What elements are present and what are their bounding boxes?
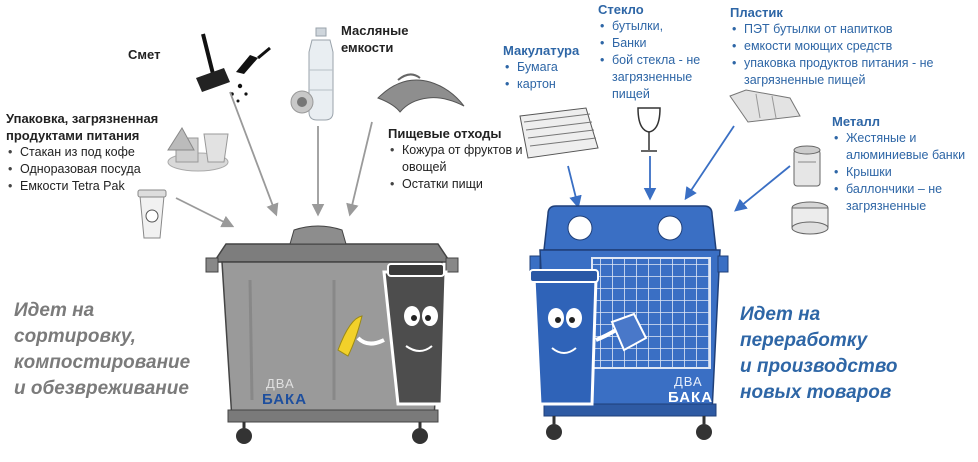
smet-label: Смет [128,47,161,62]
list-item: Бумага [503,59,579,76]
list-item: бутылки, [598,18,718,35]
list-item: емкости моющих средств [730,38,950,55]
right-slogan: Идет на переработку и производство новых… [740,304,898,403]
brand-line2-right: БАКА [668,389,713,406]
paper-label: Макулатура Бумага картон [503,42,579,93]
list-item: Остатки пищи [388,176,528,193]
left-slogan: Идет на сортировку, компостирование и об… [14,300,191,399]
paper-list: Бумага картон [503,59,579,93]
coffee-cup-icon [137,189,167,239]
plastic-list: ПЭТ бутылки от напитков емкости моющих с… [730,21,950,89]
brand-line1-right: ДВА [674,374,703,389]
list-item: Одноразовая посуда [6,161,206,178]
list-item: Стакан из под кофе [6,144,206,161]
list-item: ПЭТ бутылки от напитков [730,21,950,38]
list-item: Крышки [832,164,976,181]
paper-stack-icon [519,107,599,159]
list-item: Емкости Tetra Pak [6,178,206,195]
list-item: бой стекла - не загрязненные пищей [598,52,710,103]
blue-recycling-bin [529,205,729,440]
list-item: картон [503,76,579,93]
food-waste-label: Пищевые отходы Кожура от фруктов и овоще… [388,125,528,193]
list-item: упаковка продуктов питания - не загрязне… [730,55,940,89]
plastic-bottle-icon [729,89,801,123]
packaging-list: Стакан из под кофе Одноразовая посуда Ем… [6,144,206,195]
metal-label: Металл Жестяные и алюминиевые банки Крыш… [832,113,976,215]
brand-line1-left: ДВА [266,376,295,391]
banana-peel-icon [377,73,465,113]
list-item: баллончики – не загрязненные [832,181,976,215]
list-item: Жестяные и алюминиевые банки [832,130,976,164]
glass-list: бутылки, Банки бой стекла - не загрязнен… [598,18,718,103]
list-item: Кожура от фруктов и овощей [388,142,528,176]
oil-bottle-icon [290,27,334,121]
plastic-label: Пластик ПЭТ бутылки от напитков емкости … [730,4,950,89]
food-waste-list: Кожура от фруктов и овощей Остатки пищи [388,142,528,193]
glass-label: Стекло бутылки, Банки бой стекла - не за… [598,1,718,103]
food-packaging-icon [167,127,229,172]
tin-can-icon [793,145,821,187]
gray-waste-bin [205,225,459,444]
metal-list: Жестяные и алюминиевые банки Крышки балл… [832,130,976,215]
brand-line2-left: БАКА [262,391,307,408]
food-can-icon [791,201,829,235]
list-item: Банки [598,35,718,52]
wine-glass-icon [637,107,661,152]
broom-icon [196,33,271,103]
